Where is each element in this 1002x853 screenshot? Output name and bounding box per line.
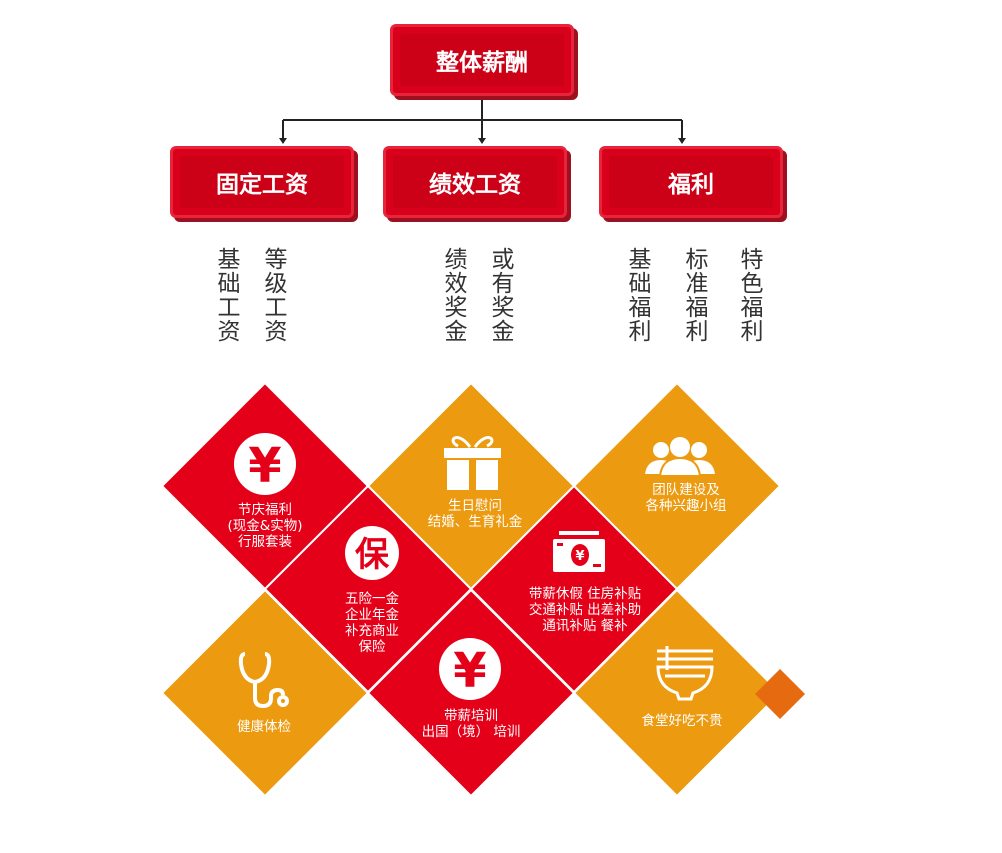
sub-item: 标准福利 [685,247,709,345]
category-performance-salary: 绩效工资 [383,146,567,218]
benefit-label: 团队建设及 各种兴趣小组 [645,482,727,514]
bowl-icon [656,646,714,701]
svg-text:¥: ¥ [575,549,584,564]
category-fixed-salary: 固定工资 [170,146,354,218]
root-box: 整体薪酬 [390,24,574,96]
benefit-label: 带薪培训 出国（境） 培训 [421,708,521,740]
team-icon [645,437,715,476]
sub-item: 绩效奖金 [444,247,468,345]
sub-item: 基础工资 [217,247,241,345]
sub-item: 等级工资 [264,247,288,345]
category-label: 绩效工资 [429,172,521,198]
sub-item: 或有奖金 [491,247,515,345]
category-welfare: 福利 [599,146,783,218]
root-label: 整体薪酬 [436,50,528,76]
category-label: 福利 [668,172,714,198]
benefit-label: 健康体检 [237,719,291,735]
bao-circle-icon: 保 [345,526,399,580]
svg-text:¥: ¥ [453,643,486,699]
benefit-label: 带薪休假 住房补贴 交通补贴 出差补助 通讯补贴 餐补 [528,586,642,634]
stethoscope-icon [238,652,289,708]
benefit-label: 五险一金 企业年金 补充商业 保险 [345,591,399,655]
yen-circle-icon: ¥ [439,638,501,700]
sub-item: 基础福利 [628,247,652,345]
benefit-label: 食堂好吃不贵 [641,713,723,729]
gift-icon [444,436,501,490]
svg-text:¥: ¥ [248,438,281,494]
benefit-tile [160,588,370,798]
benefit-label: 生日慰问 结婚、生育礼金 [427,498,523,530]
yen-circle-icon: ¥ [234,433,296,495]
money-icon: ¥ [553,531,605,572]
accent-diamond [755,669,805,719]
sub-item: 特色福利 [740,247,764,345]
svg-text:保: 保 [355,535,390,575]
benefit-label: 节庆福利 (现金&实物) 行服套装 [227,502,303,550]
connector-lines [282,100,683,139]
category-label: 固定工资 [216,172,308,198]
arrowheads [279,138,686,144]
